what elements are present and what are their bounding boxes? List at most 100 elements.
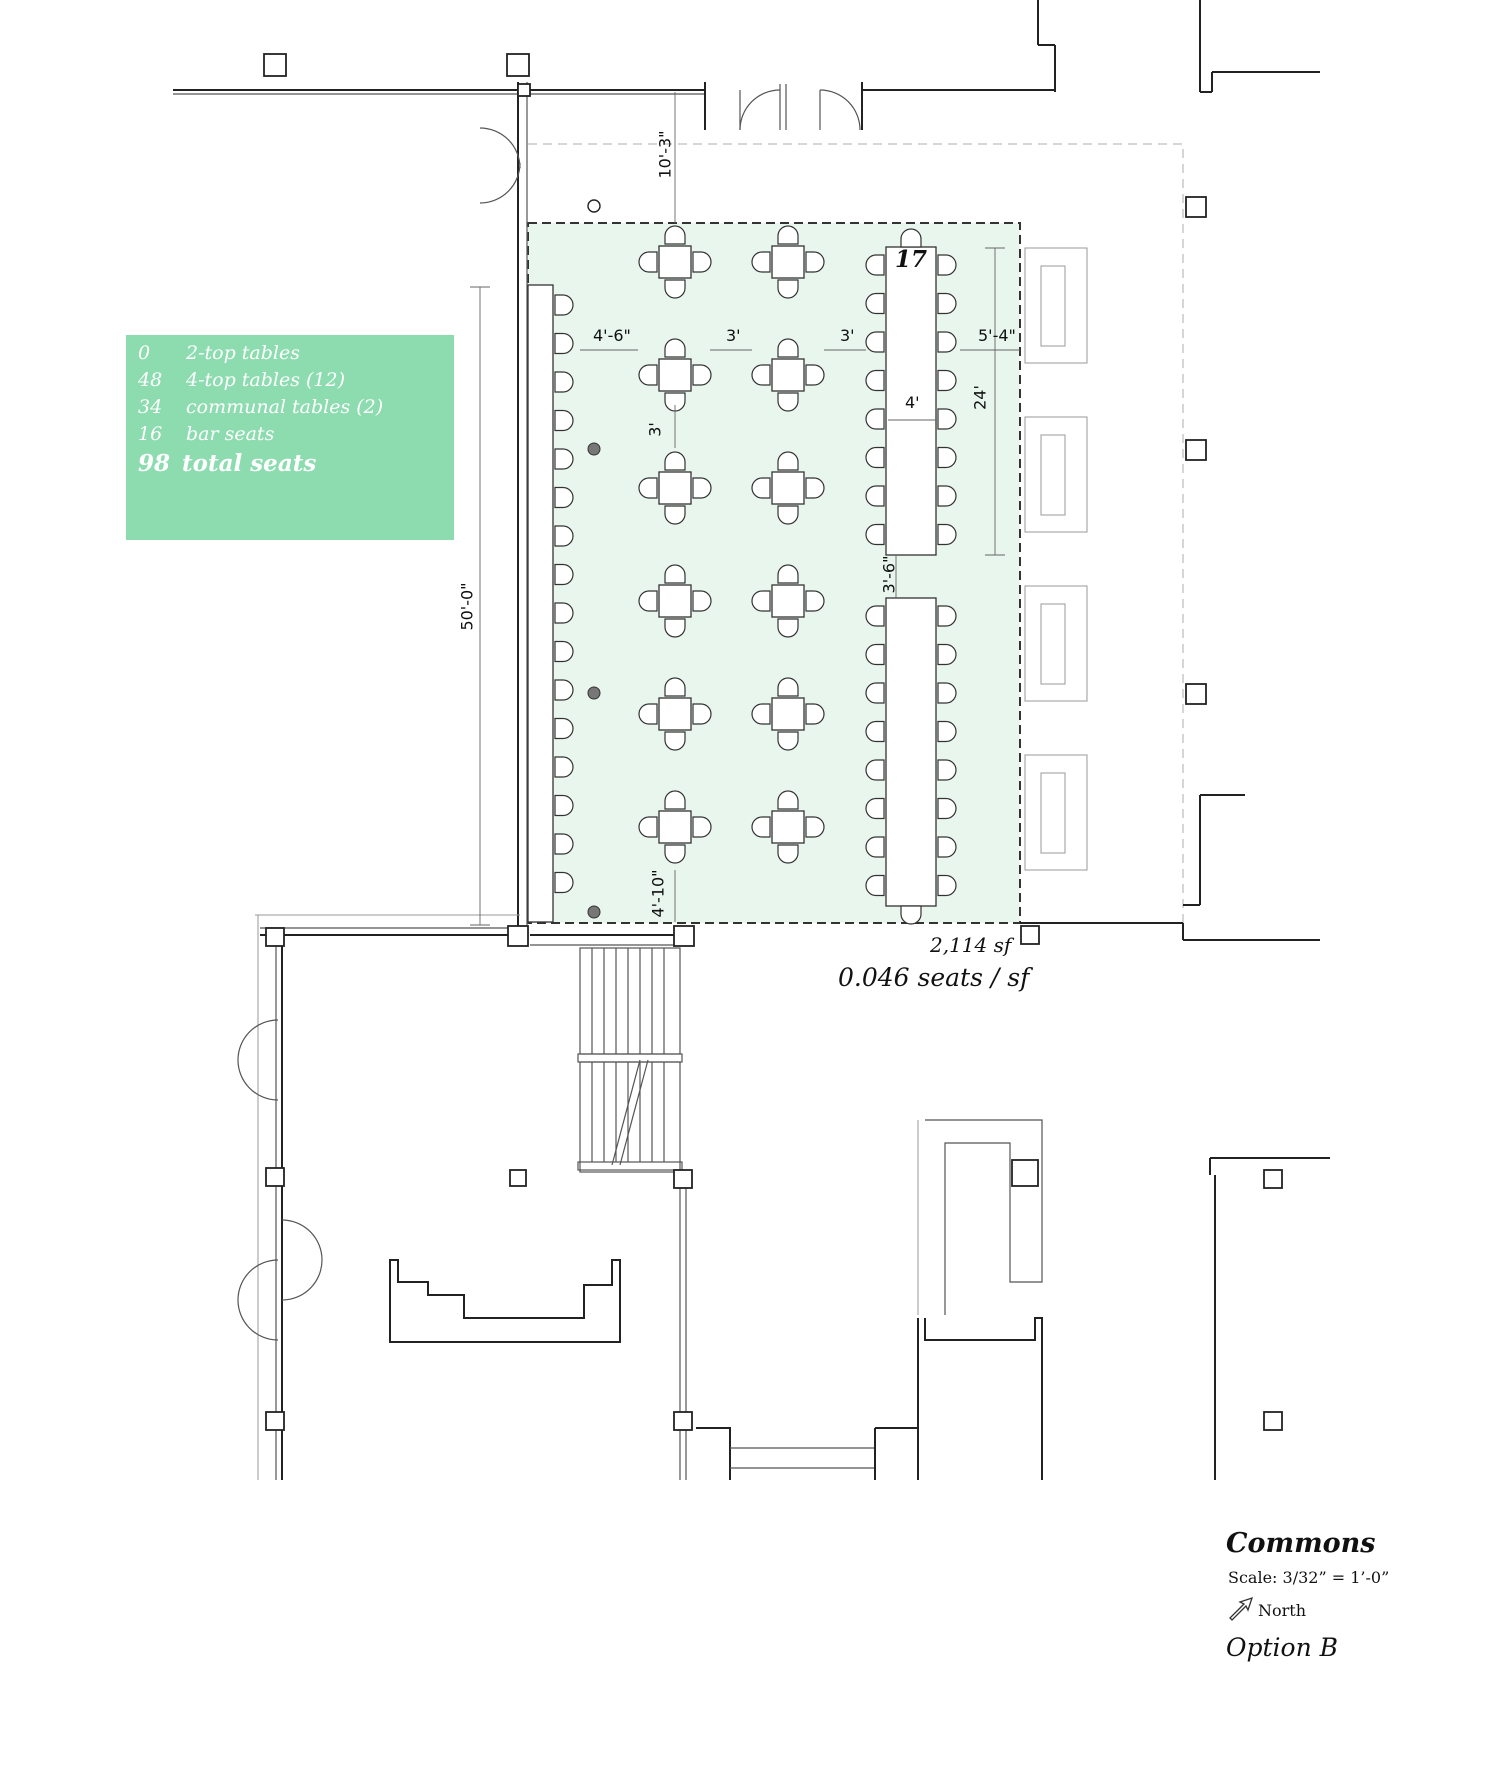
chair — [554, 563, 574, 586]
chair — [865, 797, 885, 820]
table-top — [885, 246, 937, 556]
chair — [664, 451, 686, 471]
chair — [937, 797, 957, 820]
top-walls — [173, 0, 1320, 131]
chair — [937, 369, 957, 392]
four-top-table — [638, 790, 712, 864]
chair — [554, 294, 574, 316]
chair — [554, 871, 574, 894]
chair — [777, 731, 799, 751]
chair — [751, 364, 771, 386]
lower-walls — [237, 794, 1320, 1480]
table-top — [771, 358, 805, 392]
chair — [692, 590, 712, 612]
chair — [692, 477, 712, 499]
table-top — [658, 245, 692, 279]
chair — [554, 717, 574, 740]
four-top-table — [751, 338, 825, 412]
chair — [805, 816, 825, 838]
chair — [777, 564, 799, 584]
dim-room-length: 50'-0" — [457, 582, 477, 631]
chair — [554, 756, 574, 778]
communal-table — [865, 228, 957, 556]
chair — [865, 485, 885, 507]
dim-row-gap: 3' — [645, 422, 665, 437]
dim-between-tables: 3'-6" — [879, 555, 899, 594]
bar-seats — [554, 294, 574, 894]
table-top — [658, 697, 692, 731]
chair — [638, 703, 658, 725]
chair — [865, 408, 885, 430]
chair — [865, 720, 885, 743]
chair — [937, 643, 957, 666]
chair — [692, 251, 712, 273]
lower-structures — [389, 1119, 1330, 1480]
chair — [865, 369, 885, 392]
table-top — [658, 810, 692, 844]
chair — [937, 759, 957, 781]
chair — [777, 618, 799, 638]
chair — [554, 794, 574, 817]
legend-label: communal tables (2) — [186, 396, 384, 418]
table-top — [771, 471, 805, 505]
four-top-table — [751, 677, 825, 751]
chair — [692, 364, 712, 386]
chair — [638, 364, 658, 386]
chair — [937, 836, 957, 858]
chair — [937, 331, 957, 353]
chair — [664, 790, 686, 810]
chair — [865, 605, 885, 627]
chair — [638, 590, 658, 612]
chair — [865, 254, 885, 276]
chair — [554, 448, 574, 470]
chair — [638, 816, 658, 838]
dim-aisle-1: 3' — [726, 326, 741, 345]
legend-total-count: 98 — [138, 450, 171, 477]
dimension-lines — [470, 92, 1020, 926]
four-top-table — [751, 225, 825, 299]
seat-count-legend: 0 2-top tables 48 4-top tables (12) 34 c… — [126, 335, 454, 540]
chair — [692, 816, 712, 838]
four-top-table — [751, 451, 825, 525]
chair — [937, 605, 957, 627]
chair — [664, 564, 686, 584]
four-top-table — [638, 564, 712, 638]
zone-area: 2,114 sf — [930, 933, 1012, 957]
plan-scale: Scale: 3/32” = 1’-0” — [1228, 1568, 1390, 1587]
chair — [554, 525, 574, 547]
chair — [937, 292, 957, 315]
communal-table — [865, 597, 957, 925]
dim-bottom-gap: 4'-10" — [648, 869, 668, 918]
chair — [664, 505, 686, 525]
legend-total-label: total seats — [182, 450, 317, 477]
chair — [777, 451, 799, 471]
chair — [900, 228, 922, 248]
chair — [937, 485, 957, 507]
legend-count: 48 — [138, 369, 163, 391]
chair — [777, 338, 799, 358]
chair — [777, 225, 799, 245]
chair — [865, 682, 885, 704]
chair — [777, 392, 799, 412]
legend-count: 34 — [138, 396, 163, 418]
chair — [638, 477, 658, 499]
bar-counter — [527, 284, 554, 923]
table-top — [658, 584, 692, 618]
chair — [664, 677, 686, 697]
chair — [554, 602, 574, 624]
communal-tables — [865, 228, 957, 925]
chair — [865, 292, 885, 315]
four-top-table — [751, 564, 825, 638]
chair — [865, 523, 885, 546]
chair — [865, 331, 885, 353]
chair — [937, 720, 957, 743]
chair — [937, 874, 957, 897]
legend-label: 4-top tables (12) — [186, 369, 346, 391]
chair — [777, 505, 799, 525]
four-top-table — [638, 677, 712, 751]
plan-option: Option B — [1226, 1633, 1339, 1662]
chair — [664, 844, 686, 864]
four-top-table — [751, 790, 825, 864]
chair — [937, 408, 957, 430]
